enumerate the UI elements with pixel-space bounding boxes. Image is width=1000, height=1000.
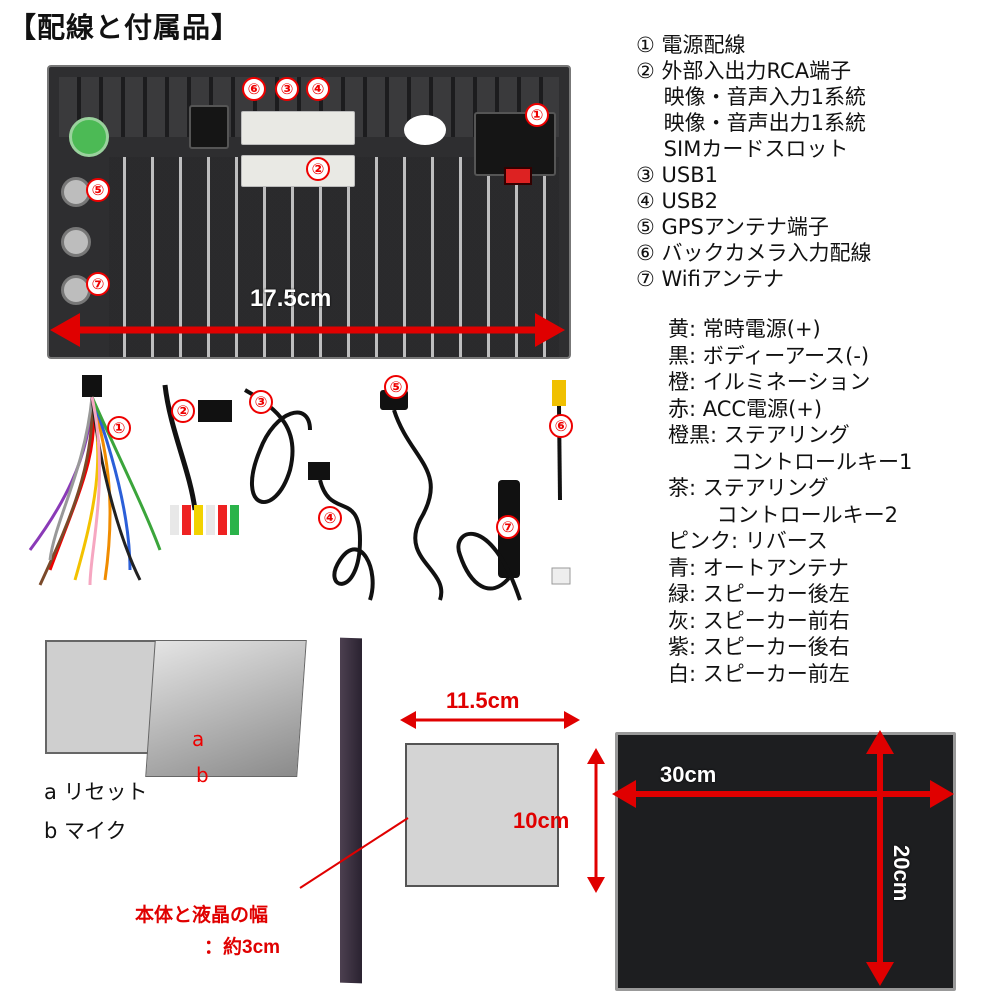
callout-3: ③ bbox=[275, 77, 299, 101]
legend-item: 橙黒: ステアリング bbox=[668, 423, 850, 447]
list-item: ④ USB2 bbox=[636, 189, 718, 213]
legend-item: 茶: ステアリング bbox=[668, 476, 829, 500]
accessories-photo bbox=[28, 375, 571, 601]
legend-item: 緑: スピーカー後左 bbox=[668, 582, 850, 606]
legend-item: 黒: ボディーアース(-) bbox=[668, 343, 870, 368]
callout-7: ⑦ bbox=[86, 272, 110, 296]
screen-front bbox=[615, 732, 956, 991]
vent-slats bbox=[109, 157, 559, 357]
width-label: 17.5cm bbox=[250, 285, 332, 312]
legend-item: 白: スピーカー前左 bbox=[668, 661, 850, 686]
list-item: ② 外部入出力RCA端子 bbox=[636, 59, 852, 83]
legend-item: 赤: ACC電源(+) bbox=[668, 396, 823, 421]
acc-callout-3: ③ bbox=[249, 390, 273, 414]
page-title: 【配線と付属品】 bbox=[8, 11, 241, 44]
red-switch bbox=[504, 167, 532, 185]
wire-legend: 黄: 常時電源(+) 黒: ボディーアース(-) 橙: イルミネーション 赤: … bbox=[668, 316, 912, 687]
acc-callout-2: ② bbox=[171, 399, 195, 423]
list-item: ⑥ バックカメラ入力配線 bbox=[636, 241, 872, 265]
legend-item: 紫: スピーカー後右 bbox=[668, 635, 850, 659]
screen-arrows bbox=[612, 730, 954, 986]
acc-callout-1: ① bbox=[107, 416, 131, 440]
acc-callout-4: ④ bbox=[318, 506, 342, 530]
width-arrow bbox=[50, 313, 565, 347]
callout-2: ② bbox=[306, 157, 330, 181]
list-item: 映像・音声出力1系統 bbox=[636, 111, 867, 135]
legend-item: 青: オートアンテナ bbox=[668, 555, 849, 580]
legend-item: ピンク: リバース bbox=[668, 529, 828, 553]
list-item: ③ USB1 bbox=[636, 163, 718, 187]
legend-item: 黄: 常時電源(+) bbox=[668, 317, 821, 341]
usb-connector-block bbox=[241, 111, 355, 145]
dial-jack bbox=[61, 227, 91, 257]
letter-b: b bbox=[196, 763, 209, 787]
black-connector bbox=[189, 105, 229, 149]
callout-5: ⑤ bbox=[86, 178, 110, 202]
list-item: SIMカードスロット bbox=[636, 137, 849, 161]
acc-callout-5: ⑤ bbox=[384, 375, 408, 399]
rear-panel-photo bbox=[47, 65, 571, 359]
main-unit-side bbox=[405, 743, 559, 887]
depth-arrow bbox=[400, 711, 580, 729]
rca-connector-block bbox=[241, 155, 355, 187]
label-mic: b マイク bbox=[44, 819, 127, 843]
legend-item: 橙: イルミネーション bbox=[668, 370, 871, 394]
acc-callout-6: ⑥ bbox=[549, 414, 573, 438]
list-item: ⑤ GPSアンテナ端子 bbox=[636, 215, 829, 239]
thickness-pointer bbox=[299, 817, 409, 889]
depth-label: 11.5cm bbox=[446, 688, 520, 713]
height-label: 10cm bbox=[513, 808, 570, 833]
parts-list: ① 電源配線 ② 外部入出力RCA端子 映像・音声入力1系統 映像・音声出力1系… bbox=[636, 32, 872, 292]
legend-item: 灰: スピーカー前右 bbox=[668, 608, 850, 633]
list-item: ① 電源配線 bbox=[636, 33, 746, 57]
green-jack bbox=[69, 117, 109, 157]
letter-a: a bbox=[192, 727, 205, 751]
screen-slab bbox=[145, 640, 307, 777]
legend-item: コントロールキー1 bbox=[668, 449, 913, 474]
legend-item: コントロールキー2 bbox=[668, 502, 899, 527]
height-arrow bbox=[587, 748, 605, 893]
label-reset: a リセット bbox=[44, 780, 148, 804]
callout-4: ④ bbox=[306, 77, 330, 101]
screen-height-label: 20cm bbox=[889, 845, 914, 902]
list-item: 映像・音声入力1系統 bbox=[636, 85, 867, 109]
thickness-note-line2: ：約3cm bbox=[204, 937, 281, 958]
panel-hole bbox=[404, 115, 446, 145]
callout-1: ① bbox=[525, 103, 549, 127]
list-item: ⑦ Wifiアンテナ bbox=[636, 267, 785, 291]
thickness-note-line1: 本体と液晶の幅 bbox=[135, 905, 269, 926]
screen-width-label: 30cm bbox=[660, 762, 717, 787]
callout-6: ⑥ bbox=[242, 77, 266, 101]
acc-callout-7: ⑦ bbox=[496, 515, 520, 539]
